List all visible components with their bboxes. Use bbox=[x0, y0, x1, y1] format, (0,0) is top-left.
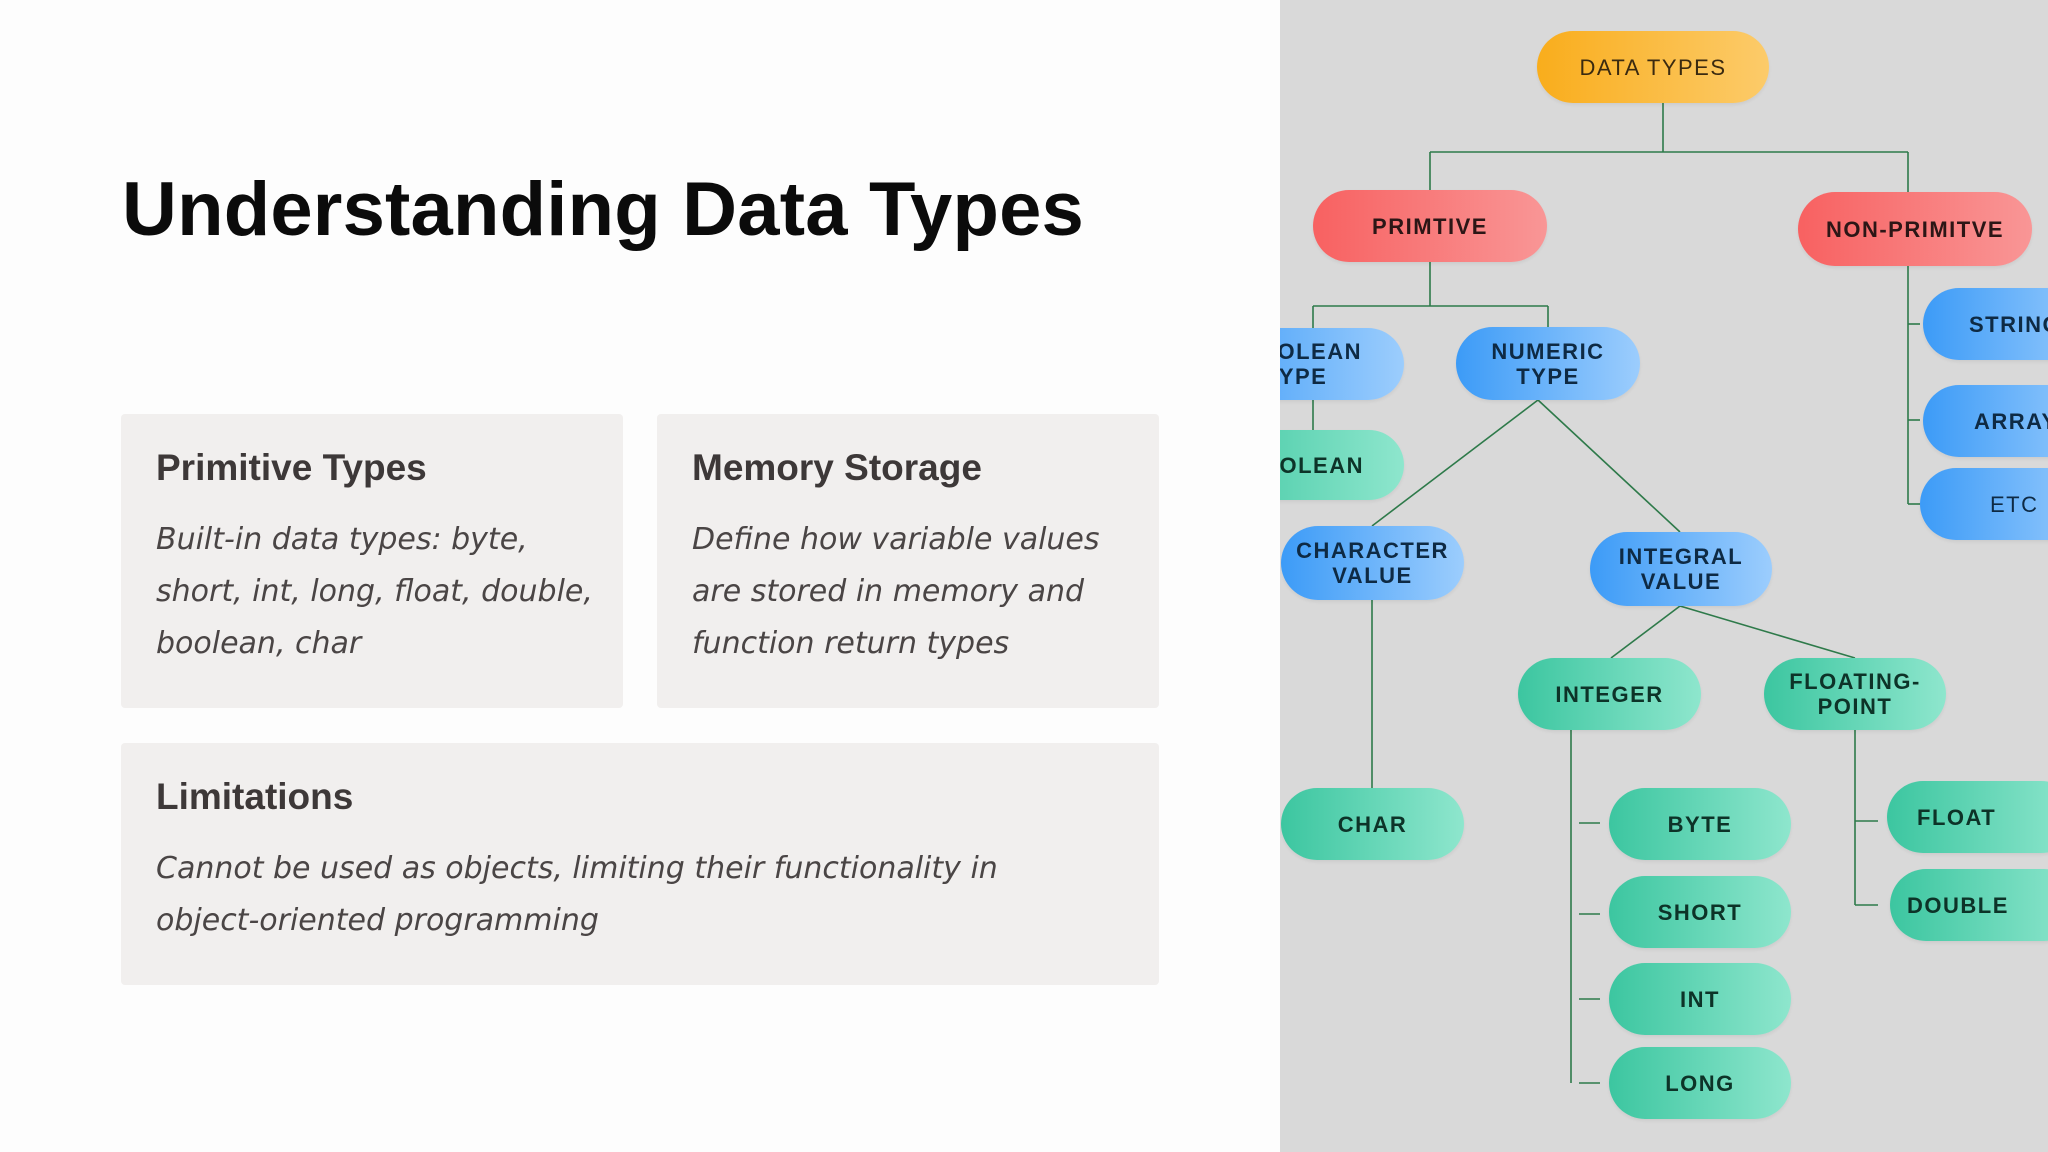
node-non-primitive: NON-PRIMITVE bbox=[1798, 192, 2032, 266]
node-label: FLOAT bbox=[1917, 804, 1997, 830]
node-label: STRING bbox=[1969, 311, 2048, 337]
data-types-diagram: DATA TYPES PRIMTIVE NON-PRIMITVE OOLEANT… bbox=[1280, 0, 2048, 1152]
node-label-line2: TYPE bbox=[1280, 364, 1328, 389]
card-limitations: Limitations Cannot be used as objects, l… bbox=[121, 743, 1159, 985]
node-etc: ETC bbox=[1920, 468, 2048, 540]
node-label: NON-PRIMITVE bbox=[1825, 216, 2005, 242]
node-label: CHAR bbox=[1337, 811, 1408, 837]
node-double: DOUBLE bbox=[1890, 869, 2048, 941]
node-label: DOUBLE bbox=[1907, 892, 2009, 918]
node-label-line2: TYPE bbox=[1516, 363, 1580, 389]
card-memory-storage: Memory Storage Define how variable value… bbox=[657, 414, 1159, 708]
node-label-line1: FLOATING- bbox=[1789, 669, 1921, 694]
node-data-types: DATA TYPES bbox=[1537, 31, 1769, 103]
node-label-line1: INTEGRAL bbox=[1618, 544, 1744, 569]
node-boolean: OOLEAN bbox=[1280, 430, 1404, 500]
node-label: SHORT bbox=[1657, 899, 1743, 925]
node-label-line1: NUMERIC bbox=[1491, 338, 1605, 364]
node-floating-point: FLOATING-POINT bbox=[1764, 658, 1946, 730]
node-label: INTEGER bbox=[1555, 681, 1664, 707]
node-label: INT bbox=[1680, 986, 1720, 1012]
node-int: INT bbox=[1609, 963, 1791, 1035]
card-text: Cannot be used as objects, limiting thei… bbox=[156, 851, 998, 938]
node-short: SHORT bbox=[1609, 876, 1791, 948]
node-label-line1: OOLEAN bbox=[1280, 339, 1362, 364]
card-primitive-types: Primitive Types Built-in data types: byt… bbox=[121, 414, 623, 708]
node-label: BYTE bbox=[1667, 811, 1733, 837]
node-label: ARRAY bbox=[1974, 408, 2048, 434]
node-label: PRIMTIVE bbox=[1372, 213, 1488, 239]
node-label-line2: VALUE bbox=[1332, 563, 1413, 588]
node-boolean-type: OOLEANTYPE bbox=[1280, 328, 1404, 400]
node-integer: INTEGER bbox=[1518, 658, 1701, 730]
node-label: ETC bbox=[1990, 491, 2039, 517]
node-label: DATA TYPES bbox=[1579, 54, 1727, 80]
card-heading: Primitive Types bbox=[156, 447, 427, 488]
card-heading: Memory Storage bbox=[692, 447, 982, 488]
node-byte: BYTE bbox=[1609, 788, 1791, 860]
node-label: OOLEAN bbox=[1280, 452, 1364, 478]
slide-title: Understanding Data Types bbox=[122, 167, 1084, 252]
node-array: ARRAY bbox=[1923, 385, 2048, 457]
card-heading: Limitations bbox=[156, 776, 354, 817]
node-primitive: PRIMTIVE bbox=[1313, 190, 1547, 262]
node-long: LONG bbox=[1609, 1047, 1791, 1119]
connector-lines bbox=[1312, 103, 1920, 1084]
card-text: Define how variable values are stored in… bbox=[692, 522, 1100, 661]
card-text: Built-in data types: byte, short, int, l… bbox=[156, 522, 593, 661]
node-char: CHAR bbox=[1281, 788, 1464, 860]
slide-content: Understanding Data Types Primitive Types… bbox=[121, 167, 1159, 985]
node-label-line1: CHARACTER bbox=[1296, 538, 1449, 563]
node-label: LONG bbox=[1665, 1070, 1735, 1096]
node-label-line2: VALUE bbox=[1640, 569, 1722, 594]
node-string: STRING bbox=[1923, 288, 2048, 360]
node-float: FLOAT bbox=[1887, 781, 2048, 853]
node-label-line2: POINT bbox=[1817, 694, 1893, 719]
